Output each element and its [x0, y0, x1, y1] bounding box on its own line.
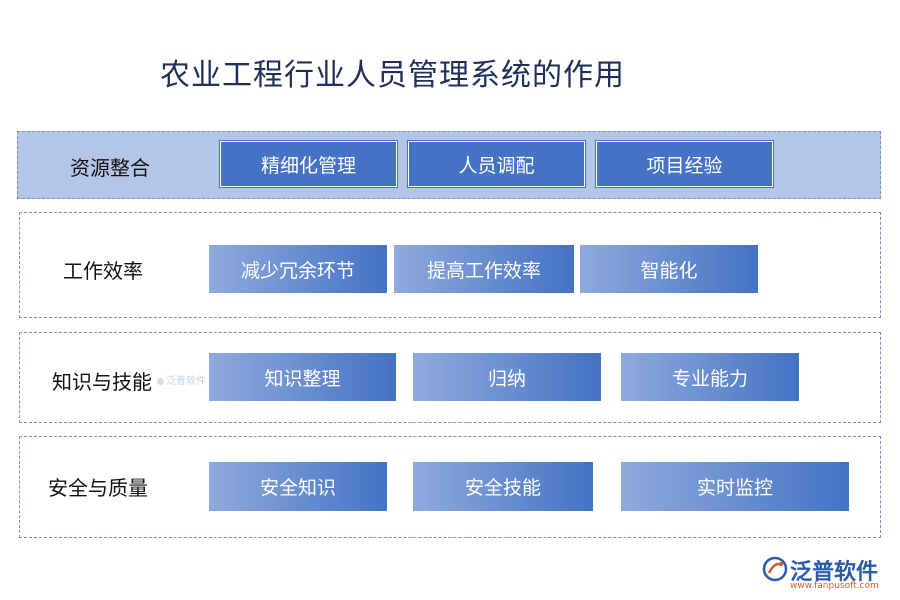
brand-logo-url: www.fanpusoft.com [790, 581, 879, 591]
item-box: 知识整理 [209, 353, 396, 401]
inline-watermark: 泛普软件 [157, 372, 206, 387]
watermark-text: 泛普软件 [166, 376, 206, 387]
section-work-efficiency: 工作效率 减少冗余环节 提高工作效率 智能化 [19, 212, 881, 318]
item-box: 提高工作效率 [394, 245, 574, 293]
item-box: 减少冗余环节 [209, 245, 387, 293]
section-safety-quality: 安全与质量 安全知识 安全技能 实时监控 [19, 436, 881, 538]
item-box: 归纳 [413, 353, 601, 401]
item-box: 安全知识 [209, 462, 387, 511]
item-box: 智能化 [580, 245, 758, 293]
diagram-title: 农业工程行业人员管理系统的作用 [160, 58, 625, 93]
item-box: 人员调配 [408, 141, 585, 187]
section-label: 知识与技能 [52, 370, 152, 394]
item-box: 精细化管理 [220, 141, 397, 187]
item-box: 专业能力 [621, 353, 799, 401]
watermark-logo-icon [157, 378, 164, 385]
brand-logo: 泛普软件 www.fanpusoft.com [762, 554, 892, 594]
section-label: 安全与质量 [48, 476, 148, 500]
section-resource-integration: 资源整合 精细化管理 人员调配 项目经验 [17, 131, 881, 199]
brand-logo-text: 泛普软件 [790, 560, 879, 585]
section-knowledge-skills: 知识与技能 知识整理 归纳 专业能力 [19, 332, 881, 423]
item-box: 实时监控 [621, 462, 849, 511]
item-box: 项目经验 [596, 141, 773, 187]
section-label: 资源整合 [70, 156, 150, 180]
item-box: 安全技能 [413, 462, 593, 511]
section-label: 工作效率 [63, 259, 143, 283]
brand-logo-icon [762, 556, 788, 582]
